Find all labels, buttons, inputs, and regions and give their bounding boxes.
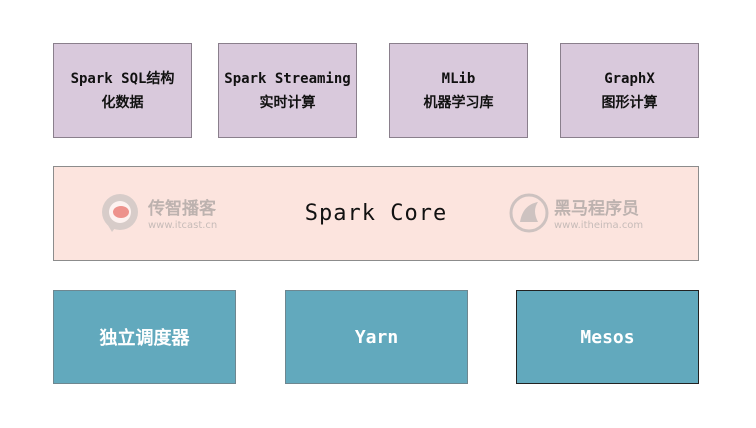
spark-streaming-label-line2: 实时计算 xyxy=(259,94,316,111)
itheima-brand-text: 黑马程序员 xyxy=(554,198,639,219)
itheima-logo-icon xyxy=(508,192,550,238)
itcast-brand-text: 传智播客 xyxy=(148,198,216,219)
yarn-box: Yarn xyxy=(285,290,468,384)
mlib-box: MLib 机器学习库 xyxy=(389,43,528,138)
itcast-watermark: 传智播客 www.itcast.cn xyxy=(98,192,217,238)
spark-sql-box: Spark SQL结构 化数据 xyxy=(53,43,192,138)
mlib-label-line2: 机器学习库 xyxy=(423,94,494,111)
itheima-url-text: www.itheima.com xyxy=(554,219,644,231)
itcast-url-text: www.itcast.cn xyxy=(148,219,218,231)
spark-core-label: Spark Core xyxy=(304,201,448,226)
mesos-box: Mesos xyxy=(516,290,699,384)
mesos-label: Mesos xyxy=(580,326,635,348)
graphx-label-line2: 图形计算 xyxy=(601,94,658,111)
spark-streaming-label-line1: Spark Streaming xyxy=(224,70,351,87)
spark-sql-label-line2: 化数据 xyxy=(101,94,144,111)
spark-sql-label-line1: Spark SQL结构 xyxy=(70,70,175,87)
spark-streaming-box: Spark Streaming 实时计算 xyxy=(218,43,357,138)
mlib-label-line1: MLib xyxy=(441,70,476,87)
standalone-scheduler-label: 独立调度器 xyxy=(99,328,190,349)
itcast-logo-icon xyxy=(98,192,144,238)
graphx-label-line1: GraphX xyxy=(604,70,655,87)
spark-core-box: Spark Core xyxy=(53,166,699,261)
graphx-box: GraphX 图形计算 xyxy=(560,43,699,138)
standalone-scheduler-box: 独立调度器 xyxy=(53,290,236,384)
itheima-watermark: 黑马程序员 www.itheima.com xyxy=(508,192,643,238)
yarn-label: Yarn xyxy=(354,326,399,348)
